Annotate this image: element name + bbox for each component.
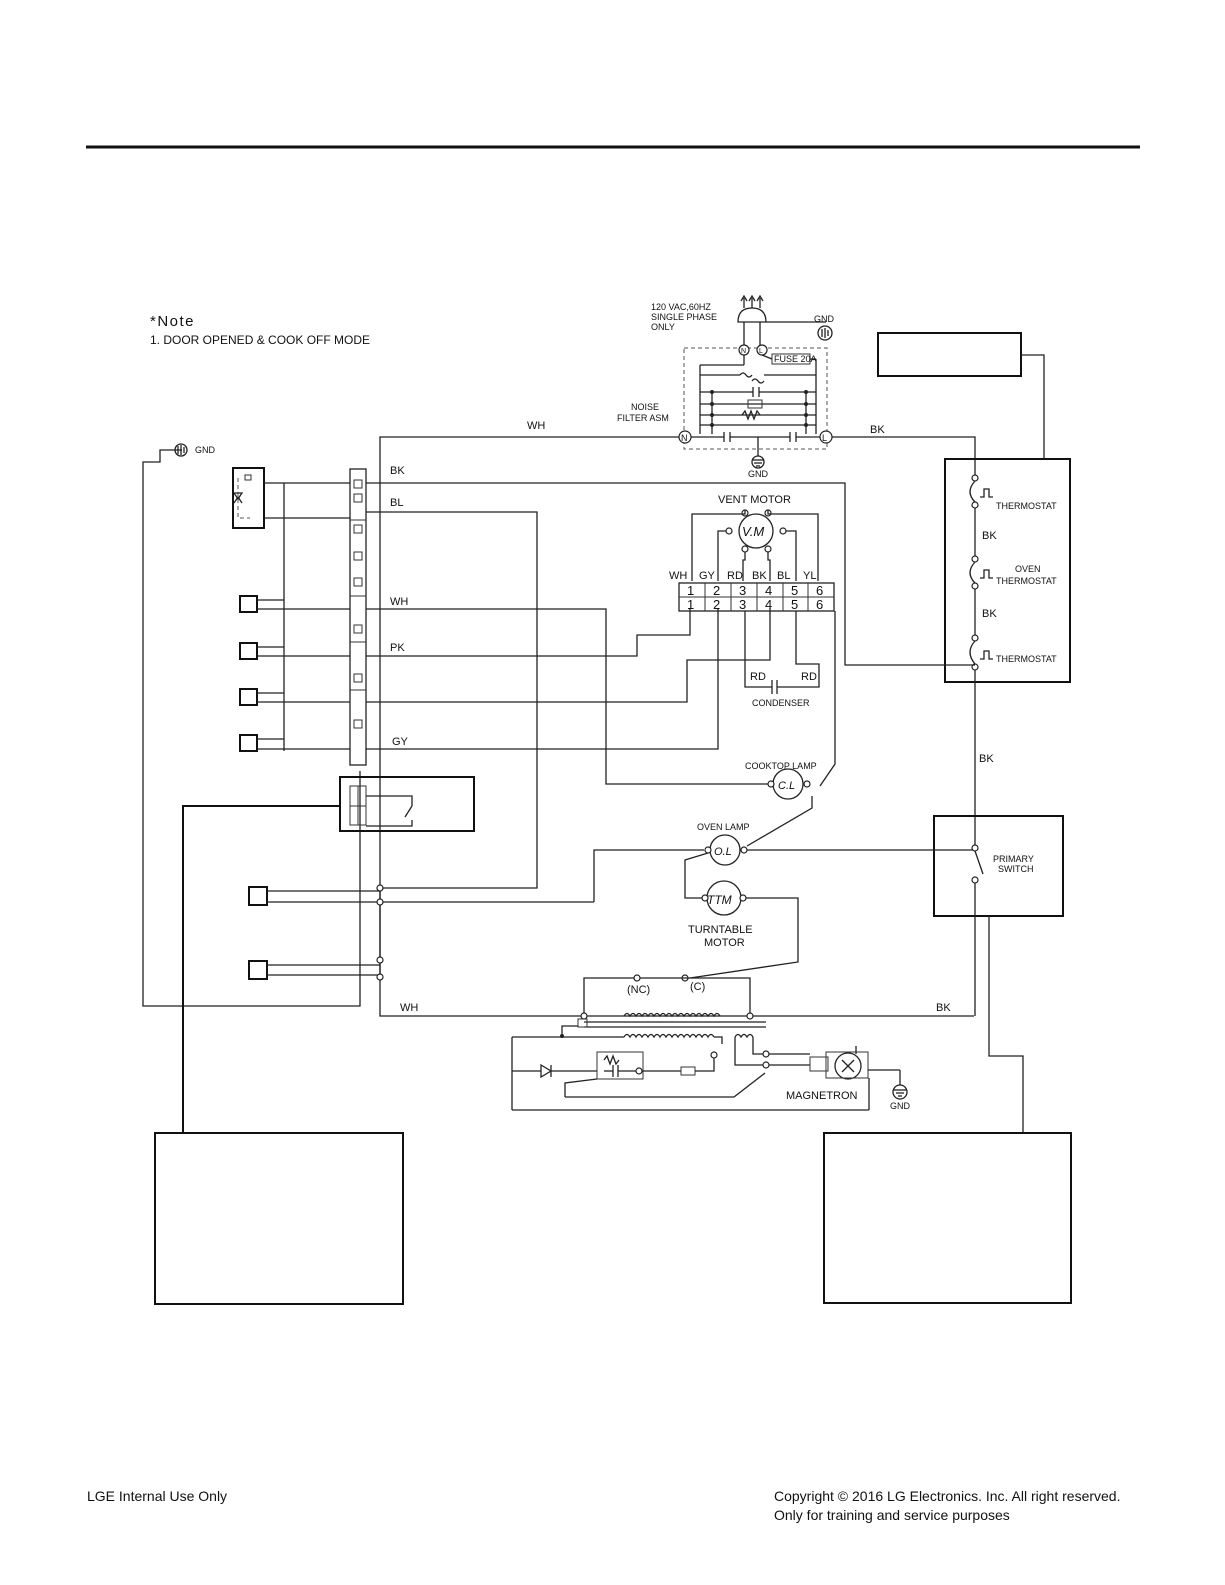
- interlock-switch: (NC) (C): [583, 974, 751, 1013]
- svg-text:THERMOSTAT: THERMOSTAT: [996, 576, 1057, 586]
- svg-text:(NC): (NC): [627, 984, 650, 996]
- primary-switch-box: [933, 815, 1064, 917]
- svg-text:GY: GY: [392, 736, 409, 748]
- note-line: 1. DOOR OPENED & COOK OFF MODE: [150, 333, 370, 347]
- svg-text:BK: BK: [936, 1002, 951, 1014]
- gnd-label-left: GND: [195, 445, 216, 455]
- svg-text:RD: RD: [727, 570, 743, 582]
- svg-text:OVEN: OVEN: [1015, 564, 1041, 574]
- svg-text:5: 5: [791, 597, 798, 612]
- gnd-label-magnetron: GND: [890, 1101, 911, 1111]
- fuse-label: FUSE 20A: [774, 354, 817, 364]
- door-switch-box: [339, 776, 475, 832]
- svg-text:BL: BL: [390, 497, 403, 509]
- svg-text:VENT MOTOR: VENT MOTOR: [718, 494, 791, 506]
- svg-text:ONLY: ONLY: [651, 322, 675, 332]
- svg-text:BL: BL: [777, 570, 790, 582]
- gnd-label-top: GND: [814, 314, 835, 324]
- svg-text:6: 6: [816, 583, 823, 598]
- svg-text:120 VAC,60HZ: 120 VAC,60HZ: [651, 302, 711, 312]
- svg-text:1: 1: [687, 597, 694, 612]
- label-box-bottom-right: [823, 1132, 1072, 1304]
- magnetron: MAGNETRON GND: [769, 1046, 911, 1111]
- vent-connector: WH GY RD BK BL YL 1 2 3 4 5 6 1 2 3 4 5 …: [669, 570, 835, 612]
- svg-text:PRIMARY: PRIMARY: [993, 854, 1034, 864]
- terminal-strip: [349, 468, 367, 766]
- svg-text:V.M: V.M: [742, 524, 764, 539]
- svg-text:C.L: C.L: [778, 780, 795, 792]
- svg-text:N: N: [681, 433, 688, 443]
- svg-text:L: L: [759, 348, 763, 355]
- svg-text:SINGLE PHASE: SINGLE PHASE: [651, 312, 717, 322]
- svg-text:4: 4: [765, 583, 772, 598]
- relay-icons: [239, 595, 268, 980]
- svg-text:BK: BK: [982, 608, 997, 620]
- svg-text:BK: BK: [752, 570, 767, 582]
- thermostat-box: [944, 458, 1071, 683]
- condenser: RD RD CONDENSER: [744, 611, 820, 708]
- svg-text:WH: WH: [669, 570, 687, 582]
- svg-text:1: 1: [687, 583, 694, 598]
- svg-text:CONDENSER: CONDENSER: [752, 698, 810, 708]
- svg-text:FILTER ASM: FILTER ASM: [617, 413, 669, 423]
- svg-text:YL: YL: [803, 570, 816, 582]
- svg-text:THERMOSTAT: THERMOSTAT: [996, 654, 1057, 664]
- thermostat-top: THERMOSTAT: [969, 474, 1057, 511]
- gnd-label-filter: GND: [748, 469, 769, 479]
- svg-text:BK: BK: [390, 465, 405, 477]
- label-box-bottom-left: [154, 1132, 404, 1305]
- svg-text:BK: BK: [870, 424, 885, 436]
- svg-text:WH: WH: [400, 1002, 418, 1014]
- oven-lamp: OVEN LAMP O.L: [684, 822, 973, 899]
- footer-right: Copyright © 2016 LG Electronics. Inc. Al…: [774, 1487, 1120, 1525]
- svg-text:TURNTABLE: TURNTABLE: [688, 924, 753, 936]
- turntable-motor: TTM TURNTABLE MOTOR: [688, 880, 799, 979]
- svg-text:SWITCH: SWITCH: [998, 864, 1034, 874]
- hv-transformer-circuit: [511, 1012, 869, 1111]
- svg-text:L: L: [822, 433, 827, 443]
- label-box-top-right: [877, 332, 1022, 377]
- footer-left: LGE Internal Use Only: [87, 1488, 228, 1504]
- svg-text:2: 2: [713, 583, 720, 598]
- noise-filter-label: NOISE: [631, 402, 659, 412]
- cooktop-lamp: COOKTOP LAMP C.L: [745, 761, 817, 847]
- vent-motor: VENT MOTOR V.M: [691, 494, 819, 581]
- svg-text:OVEN LAMP: OVEN LAMP: [697, 822, 750, 832]
- svg-text:O.L: O.L: [714, 846, 732, 858]
- svg-text:MOTOR: MOTOR: [704, 937, 745, 949]
- svg-text:WH: WH: [390, 596, 408, 608]
- svg-text:RD: RD: [750, 671, 766, 683]
- thermostat-bottom: THERMOSTAT: [969, 634, 1057, 671]
- svg-text:4: 4: [765, 597, 772, 612]
- svg-text:RD: RD: [801, 671, 817, 683]
- oven-thermostat: OVEN THERMOSTAT: [969, 555, 1057, 590]
- svg-text:TTM: TTM: [707, 893, 732, 907]
- svg-text:COOKTOP LAMP: COOKTOP LAMP: [745, 761, 817, 771]
- svg-text:WH: WH: [527, 420, 545, 432]
- svg-text:PK: PK: [390, 642, 405, 654]
- svg-text:BK: BK: [982, 530, 997, 542]
- svg-text:N: N: [741, 348, 746, 355]
- svg-text:3: 3: [739, 583, 746, 598]
- training-line: Only for training and service purposes: [774, 1507, 1010, 1523]
- svg-text:3: 3: [739, 597, 746, 612]
- note-title: *Note: [150, 313, 195, 330]
- svg-text:6: 6: [816, 597, 823, 612]
- power-supply: 120 VAC,60HZ SINGLE PHASE ONLY GND N L F…: [617, 294, 835, 479]
- svg-text:MAGNETRON: MAGNETRON: [786, 1090, 858, 1102]
- svg-text:THERMOSTAT: THERMOSTAT: [996, 501, 1057, 511]
- svg-text:GY: GY: [699, 570, 716, 582]
- svg-text:(C): (C): [690, 981, 705, 993]
- svg-text:5: 5: [791, 583, 798, 598]
- svg-text:BK: BK: [979, 753, 994, 765]
- svg-text:2: 2: [713, 597, 720, 612]
- copyright-line: Copyright © 2016 LG Electronics. Inc. Al…: [774, 1488, 1121, 1504]
